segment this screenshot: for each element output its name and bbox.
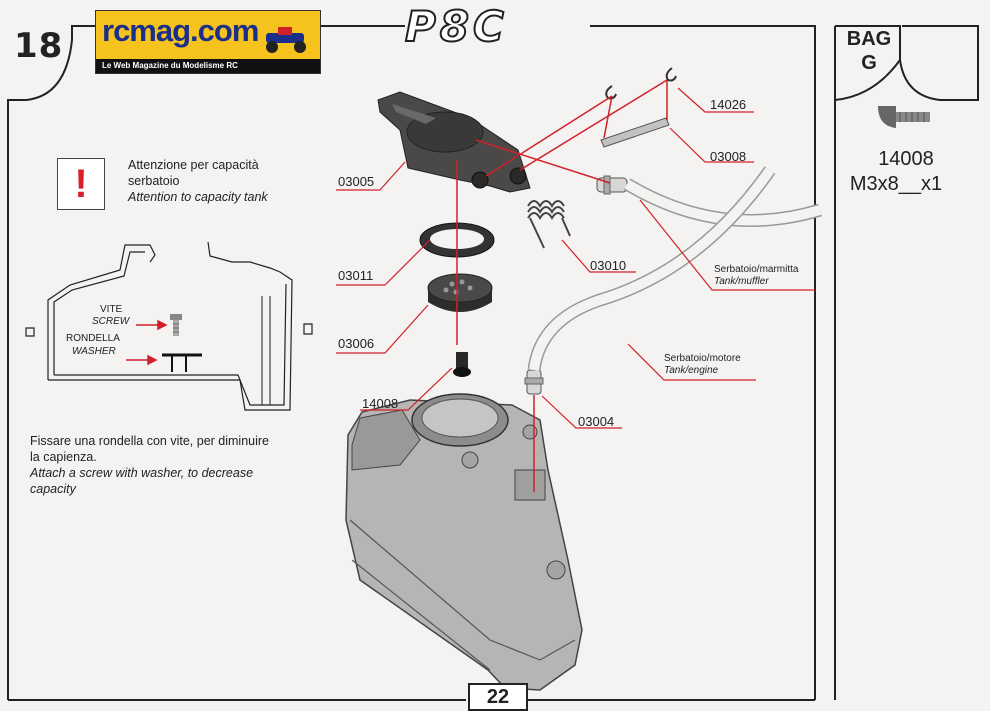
bag-part-spec: M3x8__x1	[849, 173, 943, 195]
warning-line-en: Attention to capacity tank	[128, 190, 268, 204]
warning-line-it-1: Attenzione per capacità	[128, 158, 259, 172]
hose-label-engine-en: Tank/engine	[664, 365, 719, 376]
note-line-en-2: capacity	[30, 482, 76, 496]
inset-label-vite: VITE	[100, 304, 123, 315]
tank-section-drawing	[25, 241, 313, 411]
spring-03010-drawing	[527, 200, 571, 249]
screw-14008-drawing	[453, 352, 471, 377]
clunk-03006-drawing	[427, 273, 493, 312]
warning-text: Attenzione per capacità serbatoio Attent…	[128, 157, 268, 205]
bag-word: BAG	[846, 28, 892, 50]
fuel-nipple-03004-drawing	[524, 369, 544, 395]
tank-cap-03005-drawing	[377, 91, 531, 193]
fuel-nipple-top-drawing	[596, 175, 628, 195]
part-label-03011: 03011	[338, 268, 374, 283]
part-label-03010: 03010	[590, 258, 627, 273]
screw-14008-icon	[878, 106, 930, 128]
inset-washer-icon	[162, 353, 202, 372]
part-label-03006: 03006	[338, 336, 375, 351]
logo-tagline: Le Web Magazine du Modelisme RC	[96, 59, 320, 73]
rcmag-logo[interactable]: rcmag.com Le Web Magazine du Modelisme R…	[95, 10, 321, 74]
part-label-14008: 14008	[362, 396, 399, 411]
main-frame	[7, 25, 405, 700]
bag-letter: G	[861, 52, 877, 74]
part-label-14026: 14026	[710, 97, 747, 112]
part-label-03008: 03008	[710, 149, 747, 164]
model-title: P8C	[404, 1, 508, 52]
bag-part-number: 14008	[878, 148, 934, 170]
hose-label-muffler-en: Tank/muffler	[714, 276, 769, 287]
hose-label-muffler-it: Serbatoio/marmitta	[714, 264, 799, 275]
page-number: 22	[468, 683, 528, 711]
fuel-tank-drawing	[345, 393, 583, 691]
note-line-it-2: la capienza.	[30, 450, 97, 464]
fuel-hose-muffler-drawing	[623, 178, 822, 227]
warning-line-it-2: serbatoio	[128, 174, 180, 188]
label-leaders	[336, 87, 815, 429]
inset-label-washer: WASHER	[72, 346, 116, 357]
rc-car-icon	[266, 27, 306, 53]
part-label-03004: 03004	[578, 414, 615, 429]
pin-03008-drawing	[600, 117, 670, 148]
inset-label-screw: SCREW	[92, 316, 130, 327]
note-line-en-1: Attach a screw with washer, to decrease	[30, 466, 254, 480]
hose-label-engine-it: Serbatoio/motore	[664, 353, 741, 364]
e-clip-right-icon	[665, 67, 677, 82]
inset-label-rondella: RONDELLA	[66, 333, 120, 344]
main-frame-right	[590, 25, 816, 700]
note-line-it-1: Fissare una rondella con vite, per dimin…	[30, 434, 270, 448]
fuel-hose-engine-drawing	[527, 166, 776, 372]
step-number: 18	[14, 26, 64, 66]
warning-icon: !	[57, 158, 105, 210]
note-text: Fissare una rondella con vite, per dimin…	[30, 433, 269, 497]
inset-screw-icon	[170, 314, 182, 336]
part-label-03005: 03005	[338, 174, 375, 189]
logo-brand: rcmag.com	[102, 13, 259, 48]
assembly-axes	[456, 79, 668, 492]
bag-label: BAG G	[836, 27, 902, 75]
inset-arrows	[126, 319, 168, 366]
